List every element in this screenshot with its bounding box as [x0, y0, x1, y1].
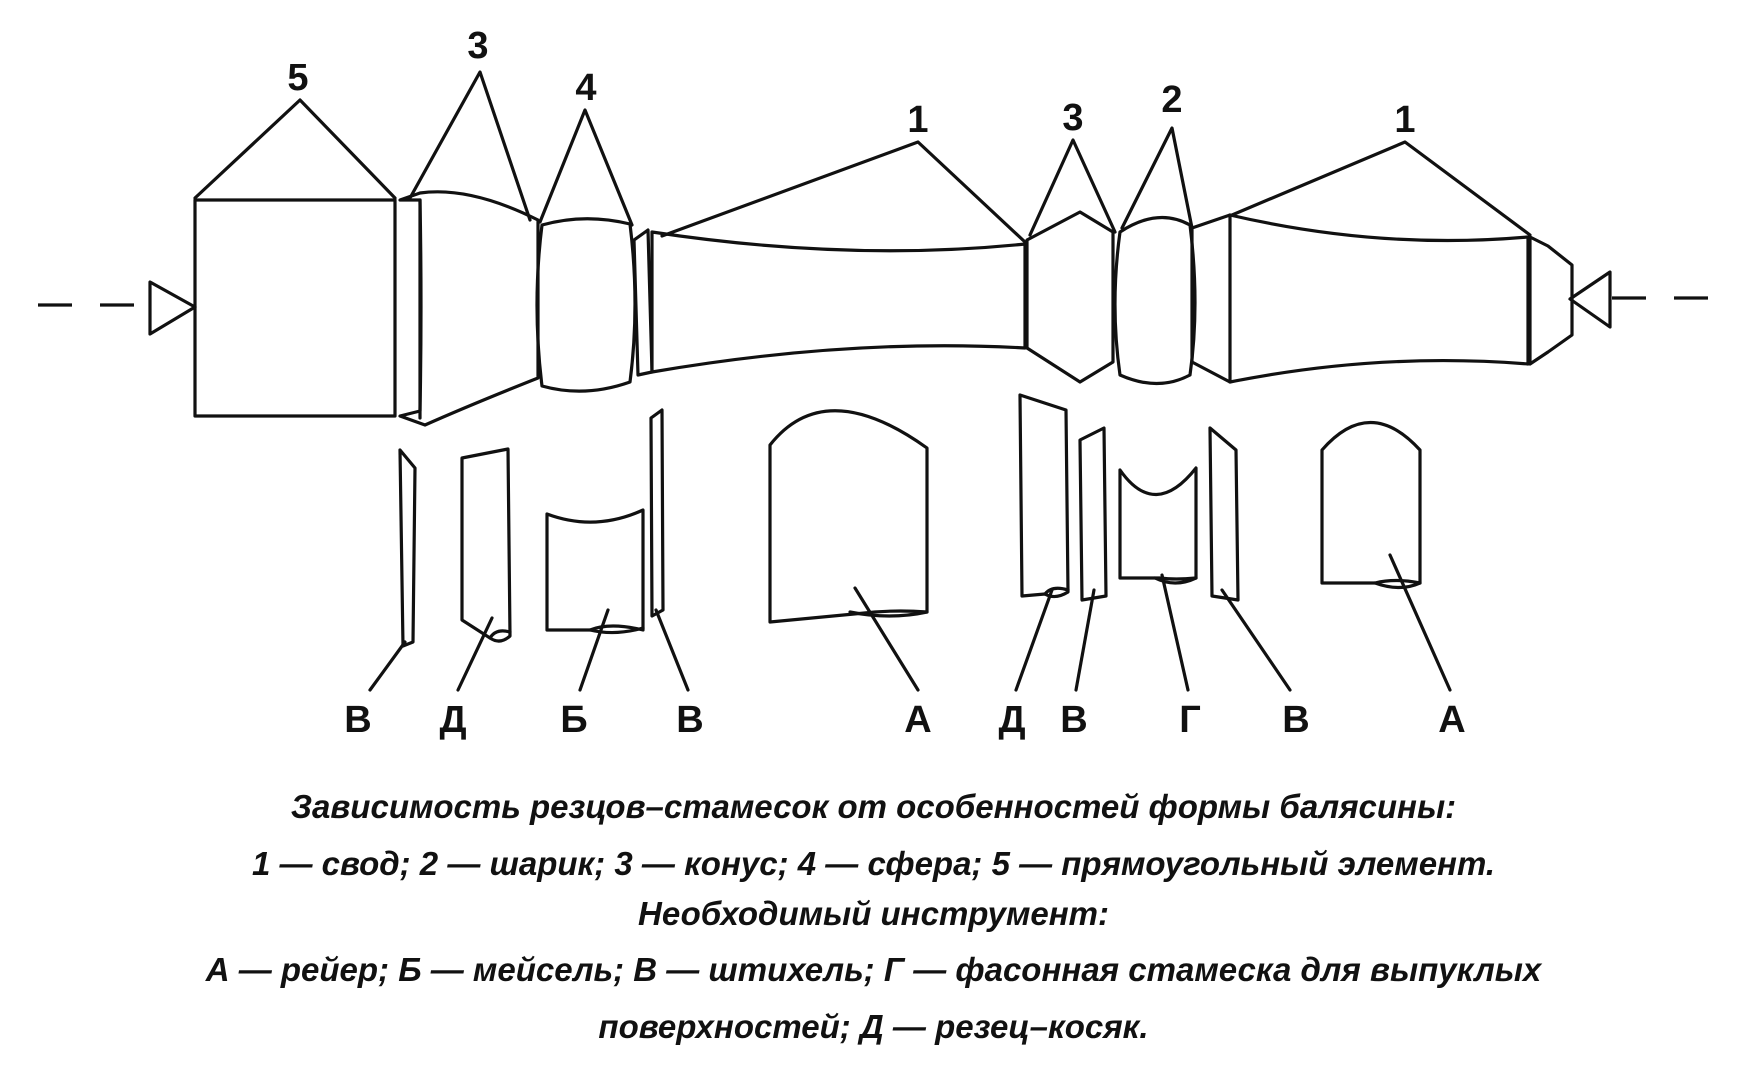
tool-label-g: Г: [1179, 699, 1201, 741]
caption-title: Зависимость резцов–стамесок от особеннос…: [290, 788, 1457, 825]
bead: [1113, 215, 1197, 385]
tool-d-2: [1018, 393, 1070, 599]
lathe-axis: [38, 270, 1722, 336]
caption-tools-line1: А — рейер; Б — мейсель; В — штихель; Г —…: [205, 951, 1542, 988]
vault-left: [650, 230, 1027, 374]
shape-labels: 5 3 4 1 3 2 1: [287, 25, 1415, 141]
baluster-profile: [193, 190, 1574, 427]
tool-label-v-1: В: [344, 699, 371, 741]
tool-label-a-1: А: [904, 699, 931, 741]
label-vault-1b: 1: [1394, 99, 1415, 141]
sphere: [535, 217, 637, 393]
tool-v-1: [398, 448, 417, 648]
tool-label-a-2: А: [1438, 699, 1465, 741]
tool-label-d-1: Д: [439, 699, 466, 741]
tool-g: [1118, 466, 1198, 581]
tool-label-v-2: В: [676, 699, 703, 741]
label-vault-1: 1: [907, 99, 928, 141]
tool-a-1: [768, 409, 929, 624]
tool-label-v-3: В: [1060, 699, 1087, 741]
right-center-icon: [1568, 270, 1612, 329]
tool-label-b: Б: [560, 699, 587, 741]
tool-v-3: [1078, 426, 1108, 602]
tool-label-d-2: Д: [998, 699, 1025, 741]
caption-tools-heading: Необходимый инструмент:: [638, 895, 1109, 932]
caption-elements: 1 — свод; 2 — шарик; 3 — конус; 4 — сфер…: [251, 845, 1496, 882]
tool-v-4: [1208, 426, 1240, 602]
label-sphere-4: 4: [575, 67, 596, 109]
tools: [398, 393, 1422, 648]
label-rect-5: 5: [287, 57, 308, 99]
caption-tools-line2: поверхностей; Д — резец–косяк.: [598, 1008, 1149, 1045]
tool-a-2: [1320, 420, 1422, 585]
left-center-icon: [148, 280, 197, 336]
end-taper: [1528, 235, 1574, 366]
vault-right: [1190, 213, 1530, 384]
cone-right: [1025, 210, 1115, 384]
tool-b: [545, 508, 645, 632]
rectangular-element: [193, 198, 397, 418]
ring-left: [632, 228, 654, 377]
tool-label-v-4: В: [1282, 699, 1309, 741]
tool-labels: В Д Б В А Д В Г В А: [344, 699, 1465, 741]
label-cone-3b: 3: [1062, 97, 1083, 139]
tool-d-1: [460, 447, 512, 643]
label-cone-3: 3: [467, 25, 488, 67]
label-bead-2: 2: [1161, 79, 1182, 121]
leader-lines: [193, 70, 1532, 244]
tool-v-2: [649, 408, 665, 618]
tool-leaders: [368, 553, 1452, 692]
